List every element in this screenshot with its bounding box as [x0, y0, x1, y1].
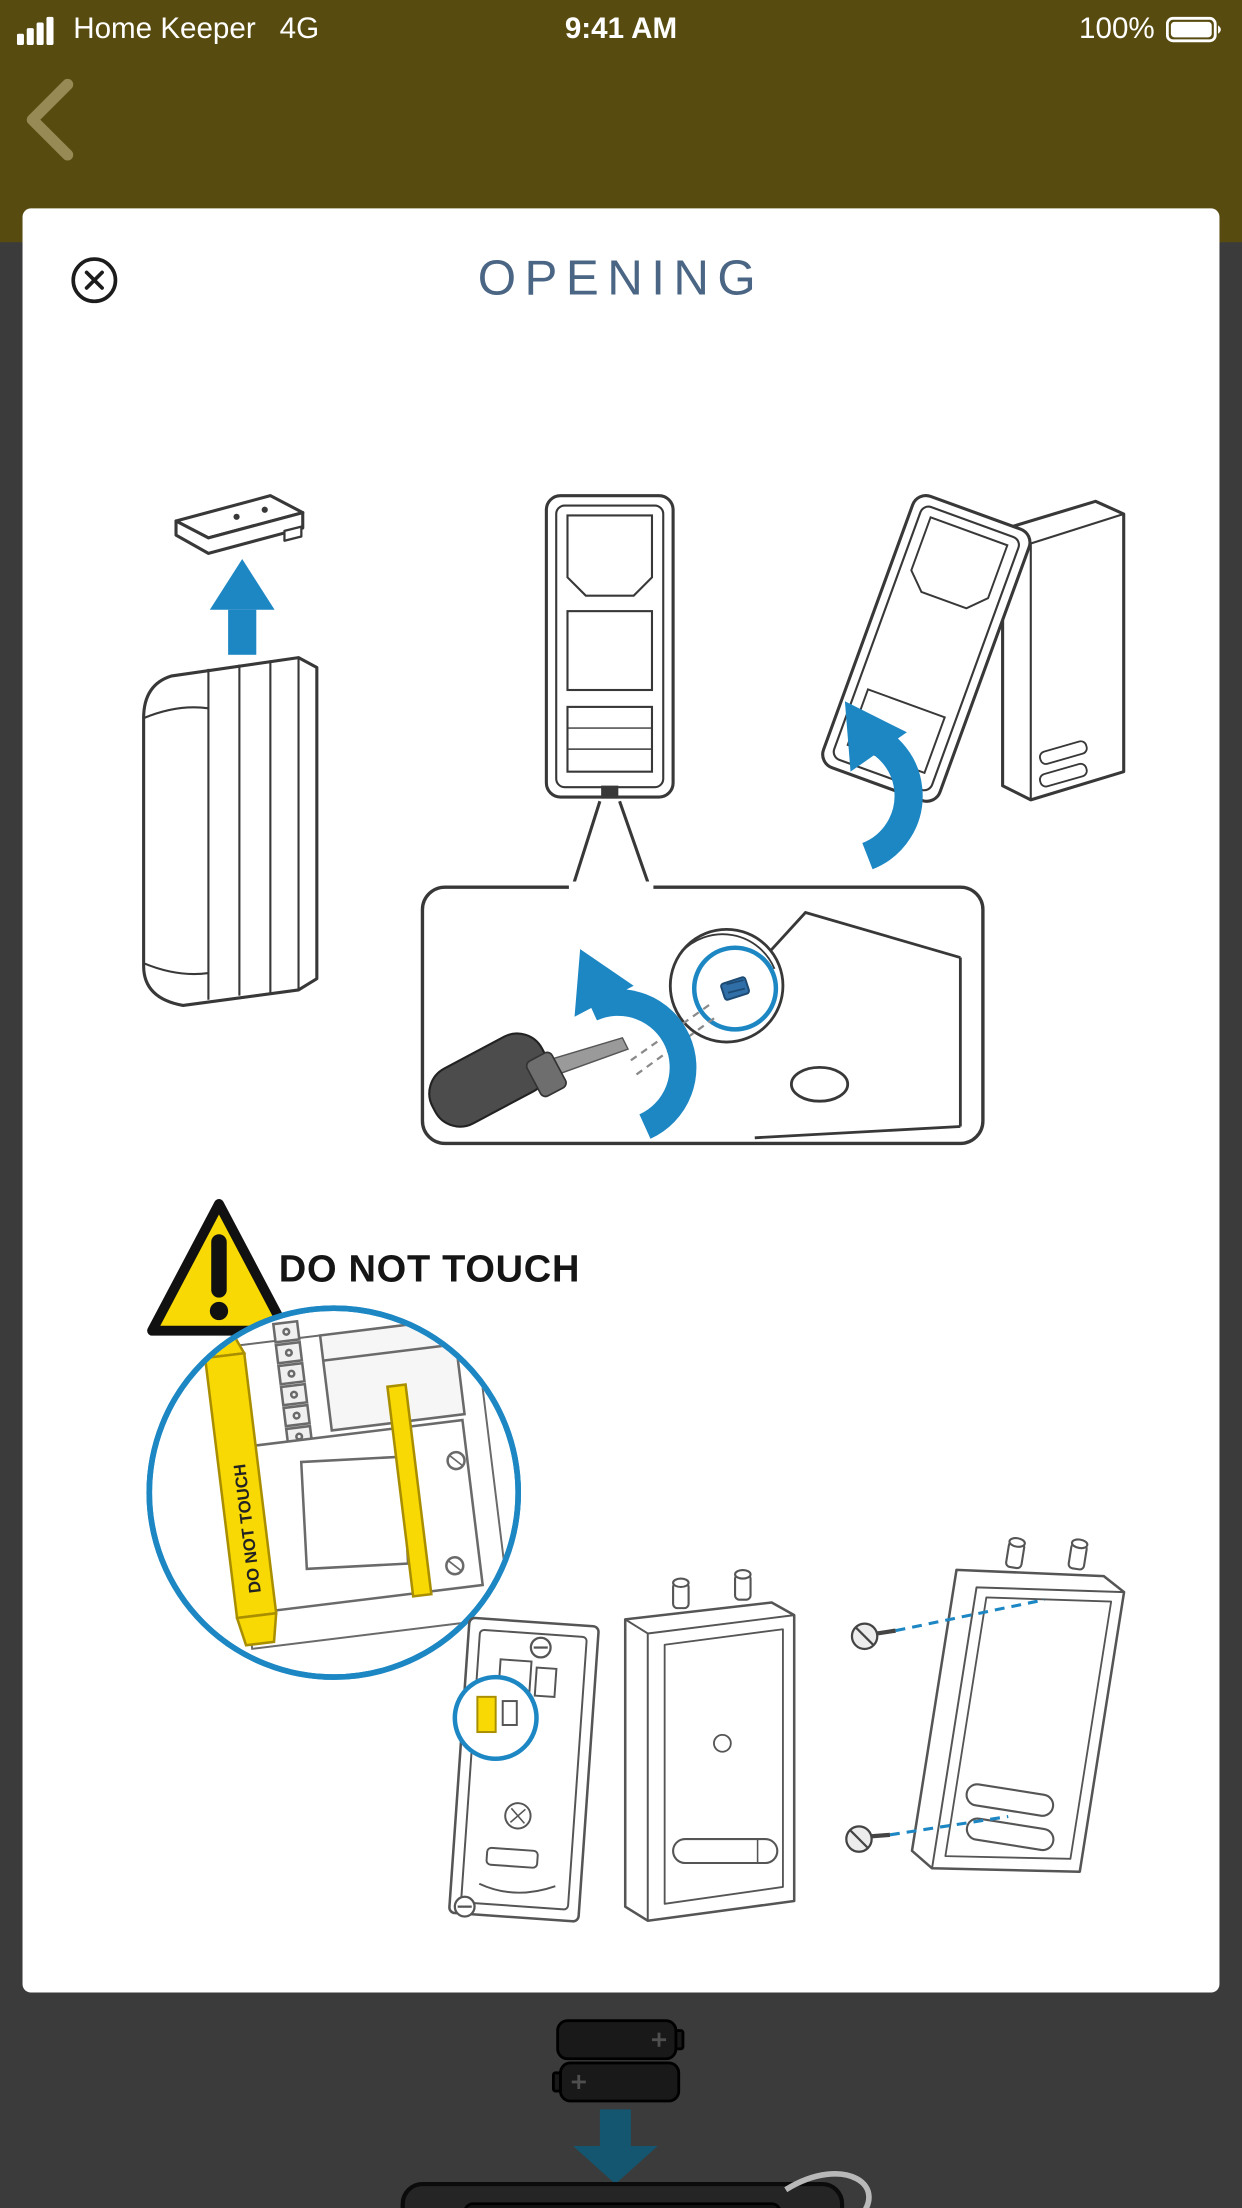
wall-unit-view [1001, 499, 1126, 802]
warning-triangle-icon [147, 1199, 291, 1336]
arrow-turn-screw-icon [574, 949, 697, 1139]
page-title: OPENING [477, 250, 765, 306]
callout-pointer-left [570, 800, 602, 891]
battery-percent-label: 100% [1079, 12, 1155, 46]
carrier-label: Home Keeper [73, 12, 256, 46]
battery-polarity-marks [571, 2032, 667, 2090]
battery-icon [1165, 16, 1221, 43]
sensor-front-view [544, 494, 675, 799]
screwdriver-icon [428, 1032, 630, 1128]
callout-pointer-right [618, 800, 653, 891]
screw-highlight-circle [691, 945, 779, 1032]
step-remove-cap [174, 494, 305, 555]
chevron-left-icon [26, 78, 74, 161]
internal-components-detail: DO NOT TOUCH [146, 1305, 522, 1680]
screw-posts [672, 1569, 752, 1610]
opening-modal: OPENING [22, 208, 1220, 1993]
mount-box-view [623, 1569, 796, 1922]
back-plate-view [448, 1616, 600, 1923]
device-back-dimmed [400, 2171, 872, 2208]
close-button[interactable] [69, 255, 120, 306]
app-header: Home Keeper 4G 9:41 AM 100% [0, 0, 1242, 243]
yellow-pull-tab [385, 1383, 433, 1598]
strip-location-detail [452, 1674, 539, 1762]
batteries-dimmed [551, 2019, 685, 2103]
arrow-down-dimmed-icon [573, 2109, 658, 2185]
network-label: 4G [279, 12, 320, 46]
sensor-side-view [142, 656, 319, 1007]
close-icon [71, 257, 118, 304]
back-button[interactable] [14, 73, 90, 166]
do-not-touch-strip: DO NOT TOUCH [203, 1333, 278, 1647]
opening-illustration: DO NOT TOUCH [142, 494, 1126, 1923]
locking-screw [720, 976, 750, 1001]
mount-box-install-view [845, 1537, 1126, 1873]
do-not-touch-label: DO NOT TOUCH [279, 1248, 580, 1290]
plate-screw-top [529, 1636, 552, 1659]
mounting-screw-bottom [845, 1825, 891, 1853]
screw-detail-callout [420, 881, 985, 1146]
battery-installation-illustration-dimmed [400, 2019, 872, 2208]
plate-screw-bottom [453, 1895, 476, 1918]
mounting-screw-top [850, 1622, 896, 1651]
arrow-up-icon [209, 559, 275, 655]
status-right: 100% [1079, 13, 1225, 47]
status-left: Home Keeper 4G [16, 12, 320, 47]
signal-strength-icon [16, 16, 54, 45]
arrow-rotate-open-icon [844, 701, 923, 870]
status-bar: Home Keeper 4G 9:41 AM 100% [0, 0, 1242, 51]
